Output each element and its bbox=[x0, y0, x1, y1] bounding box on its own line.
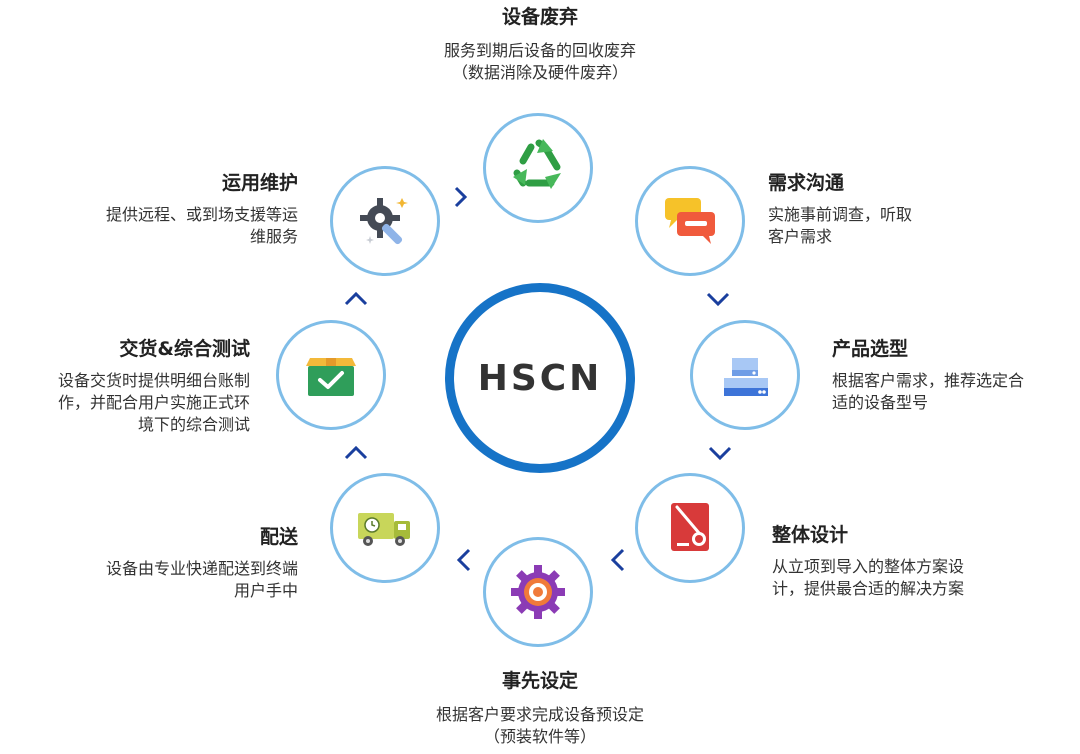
step-desc-line: 设备交货时提供明细台账制 bbox=[57, 371, 250, 390]
box-check-icon bbox=[306, 358, 356, 396]
node-presetting bbox=[483, 537, 593, 647]
step-desc-line: （预装软件等） bbox=[483, 727, 596, 746]
step-title: 需求沟通 bbox=[768, 172, 845, 194]
step-desc-line: 境下的综合测试 bbox=[137, 415, 250, 434]
node-communication bbox=[635, 166, 745, 276]
node-handover bbox=[276, 320, 386, 430]
node-design bbox=[635, 473, 745, 583]
wrench-gear-icon bbox=[360, 198, 408, 245]
server-icon bbox=[724, 358, 768, 396]
label-presetting: 事先设定 根据客户要求完成设备预设定 （预装软件等） bbox=[380, 668, 700, 748]
arrow-4 bbox=[610, 548, 625, 572]
step-title: 运用维护 bbox=[221, 172, 298, 194]
step-desc-line: 作，并配合用户实施正式环 bbox=[57, 393, 250, 412]
arrow-1 bbox=[454, 186, 468, 208]
step-desc-line: 实施事前调查，听取 bbox=[768, 205, 913, 224]
arrow-2 bbox=[706, 292, 730, 307]
label-disposal: 设备废弃 服务到期后设备的回收废弃 （数据消除及硬件废弃） bbox=[380, 4, 700, 84]
step-title: 配送 bbox=[259, 526, 298, 548]
step-title: 事先设定 bbox=[501, 670, 578, 692]
arrow-5 bbox=[456, 548, 471, 572]
center-label: HSCN bbox=[477, 357, 603, 399]
node-disposal bbox=[483, 113, 593, 223]
step-desc-line: 客户需求 bbox=[768, 227, 833, 246]
step-desc-line: 设备由专业快递配送到终端 bbox=[105, 559, 298, 578]
label-maintenance: 运用维护 提供远程、或到场支援等运 维服务 bbox=[40, 170, 298, 248]
node-selection bbox=[690, 320, 800, 430]
label-design: 整体设计 从立项到导入的整体方案设 计，提供最合适的解决方案 bbox=[772, 522, 1062, 600]
certificate-icon bbox=[671, 503, 709, 551]
step-desc-line: 用户手中 bbox=[233, 581, 298, 600]
arrow-3 bbox=[708, 446, 732, 461]
arrow-7 bbox=[344, 291, 368, 306]
step-desc-line: 计，提供最合适的解决方案 bbox=[772, 579, 965, 598]
step-desc-line: 适的设备型号 bbox=[832, 393, 929, 412]
step-desc-line: 根据客户要求完成设备预设定 bbox=[435, 705, 644, 724]
step-title: 交货&综合测试 bbox=[119, 338, 250, 360]
node-maintenance bbox=[330, 166, 440, 276]
step-desc-line: 维服务 bbox=[249, 227, 298, 246]
step-desc-line: 提供远程、或到场支援等运 bbox=[105, 205, 298, 224]
label-delivery: 配送 设备由专业快递配送到终端 用户手中 bbox=[20, 524, 298, 602]
chat-bubbles-icon bbox=[665, 198, 715, 244]
label-handover: 交货&综合测试 设备交货时提供明细台账制 作，并配合用户实施正式环 境下的综合测… bbox=[6, 336, 250, 436]
step-desc-line: 从立项到导入的整体方案设 bbox=[772, 557, 965, 576]
truck-icon bbox=[358, 513, 410, 546]
arrow-6 bbox=[344, 445, 368, 460]
step-title: 整体设计 bbox=[772, 524, 849, 546]
step-title: 设备废弃 bbox=[501, 6, 578, 28]
step-title: 产品选型 bbox=[832, 338, 909, 360]
step-desc-line: （数据消除及硬件废弃） bbox=[451, 63, 628, 82]
label-communication: 需求沟通 实施事前调查，听取 客户需求 bbox=[768, 170, 1028, 248]
step-desc-line: 根据客户需求，推荐选定合 bbox=[832, 371, 1025, 390]
gear-icon bbox=[511, 565, 565, 619]
label-selection: 产品选型 根据客户需求，推荐选定合 适的设备型号 bbox=[832, 336, 1072, 414]
step-desc-line: 服务到期后设备的回收废弃 bbox=[443, 41, 636, 60]
node-delivery bbox=[330, 473, 440, 583]
recycle-icon bbox=[513, 139, 561, 189]
center-hub: HSCN bbox=[445, 283, 635, 473]
